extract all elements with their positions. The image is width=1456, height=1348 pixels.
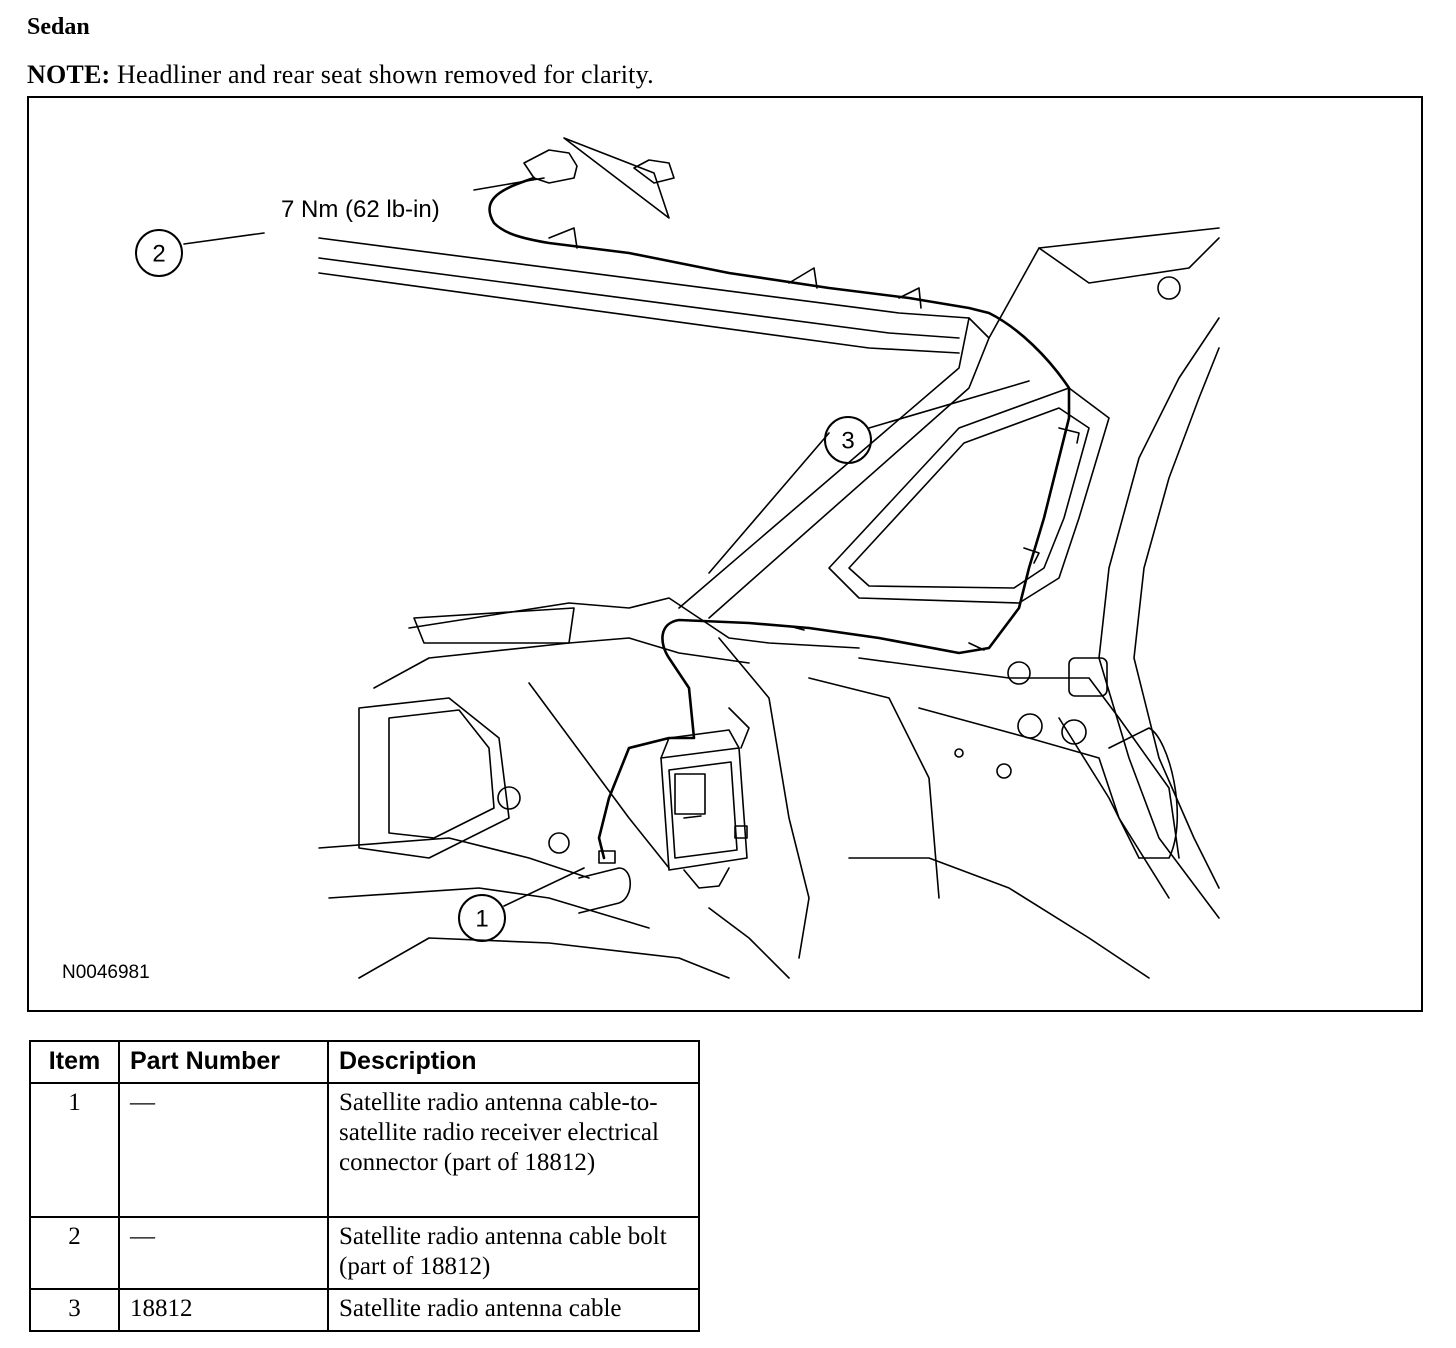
inner-panel: [528, 682, 670, 869]
leader-line: [503, 867, 585, 907]
table-row: 1 — Satellite radio antenna cable-to-sat…: [29, 1082, 700, 1218]
inner-panel: [718, 637, 810, 959]
leader-line: [473, 177, 545, 191]
pillar-line: [988, 227, 1220, 339]
floor-oval: [1108, 727, 1179, 859]
cable-clip: [898, 287, 922, 309]
vehicle-illustration: 2 3 1: [135, 137, 1220, 979]
inner-panel: [918, 707, 1170, 899]
table-row: 3 18812 Satellite radio antenna cable: [29, 1288, 700, 1332]
note-line: NOTE: Headliner and rear seat shown remo…: [27, 60, 654, 90]
antenna-detail: [563, 137, 670, 219]
cable-clip: [548, 227, 578, 249]
floor-line: [708, 907, 790, 979]
access-hole: [497, 786, 521, 810]
receiver-label: [683, 815, 702, 819]
floor-line: [358, 937, 730, 979]
figure-id: N0046981: [62, 962, 150, 983]
tray-bracket: [413, 607, 575, 644]
parts-table: Item Part Number Description 1 — Satelli…: [29, 1040, 700, 1332]
receiver-label: [674, 773, 706, 815]
item-cell: 1: [29, 1082, 120, 1218]
package-tray: [408, 597, 860, 649]
radio-receiver: [668, 761, 738, 859]
leader-line: [183, 232, 265, 245]
callout-3-circle: [824, 416, 872, 464]
section-heading: Sedan: [27, 14, 90, 40]
cable-connector: [598, 850, 616, 864]
access-hole: [548, 832, 570, 854]
radio-bracket: [728, 707, 750, 749]
access-hole: [1017, 713, 1043, 739]
part-number-cell: 18812: [118, 1288, 329, 1332]
quarter-window: [828, 387, 1110, 604]
inner-panel: [858, 657, 1120, 719]
column-header-part-number: Part Number: [118, 1040, 329, 1084]
antenna-detail: [633, 159, 675, 184]
inner-panel: [388, 709, 495, 839]
description-cell: Satellite radio antenna cable: [327, 1288, 700, 1332]
radio-receiver: [660, 729, 740, 759]
pillar-line: [1038, 237, 1220, 284]
item-cell: 2: [29, 1216, 120, 1290]
description-cell: Satellite radio antenna cable-to-satelli…: [327, 1082, 700, 1218]
item-cell: 3: [29, 1288, 120, 1332]
roof-rail-line: [318, 257, 960, 339]
column-header-description: Description: [327, 1040, 700, 1084]
note-text: Headliner and rear seat shown removed fo…: [117, 60, 654, 89]
callout-2-circle: [135, 229, 183, 277]
cable-clip: [788, 625, 805, 631]
column-header-item: Item: [29, 1040, 120, 1084]
cable-clip: [968, 642, 985, 651]
access-hole: [954, 748, 964, 758]
description-cell: Satellite radio antenna cable bolt (part…: [327, 1216, 700, 1290]
illustration-frame: 2 3 1 7 Nm (62 lb-in) N0046981: [27, 96, 1423, 1012]
access-hole: [1007, 661, 1031, 685]
floor-oval: [578, 867, 632, 914]
access-hole: [1157, 276, 1181, 300]
cable-clip: [1058, 427, 1080, 444]
radio-receiver: [660, 747, 748, 871]
access-hole: [1061, 719, 1087, 745]
leader-line: [708, 432, 830, 574]
part-number-cell: —: [118, 1082, 329, 1218]
body-side: [1133, 347, 1220, 889]
inner-panel: [358, 697, 510, 859]
floor-line: [318, 837, 590, 879]
note-label: NOTE:: [27, 60, 111, 89]
body-side: [1098, 317, 1220, 919]
floor-line: [848, 857, 1150, 979]
access-hole: [996, 763, 1012, 779]
package-tray: [373, 637, 750, 689]
table-header-row: Item Part Number Description: [29, 1040, 700, 1084]
access-hole: [1068, 657, 1108, 697]
cable-clip: [788, 267, 818, 289]
quarter-window: [848, 407, 1090, 589]
receiver-connector: [734, 825, 748, 839]
inner-panel: [808, 677, 940, 899]
antenna-cable: [488, 176, 1071, 860]
floor-line: [328, 887, 650, 929]
roof-rail-line: [318, 237, 990, 339]
table-row: 2 — Satellite radio antenna cable bolt (…: [29, 1216, 700, 1290]
roof-rail-line: [318, 272, 960, 354]
cable-clip: [1023, 547, 1040, 564]
part-number-cell: —: [118, 1216, 329, 1290]
pillar-line: [678, 317, 970, 609]
torque-spec: 7 Nm (62 lb-in): [281, 196, 440, 223]
radio-receiver: [683, 867, 730, 889]
leader-line: [868, 380, 1030, 429]
pillar-line: [708, 337, 990, 619]
callout-1-circle: [458, 894, 506, 942]
callout-3-label: 3: [841, 428, 854, 455]
callout-2-label: 2: [152, 241, 165, 268]
callout-1-label: 1: [475, 906, 488, 933]
